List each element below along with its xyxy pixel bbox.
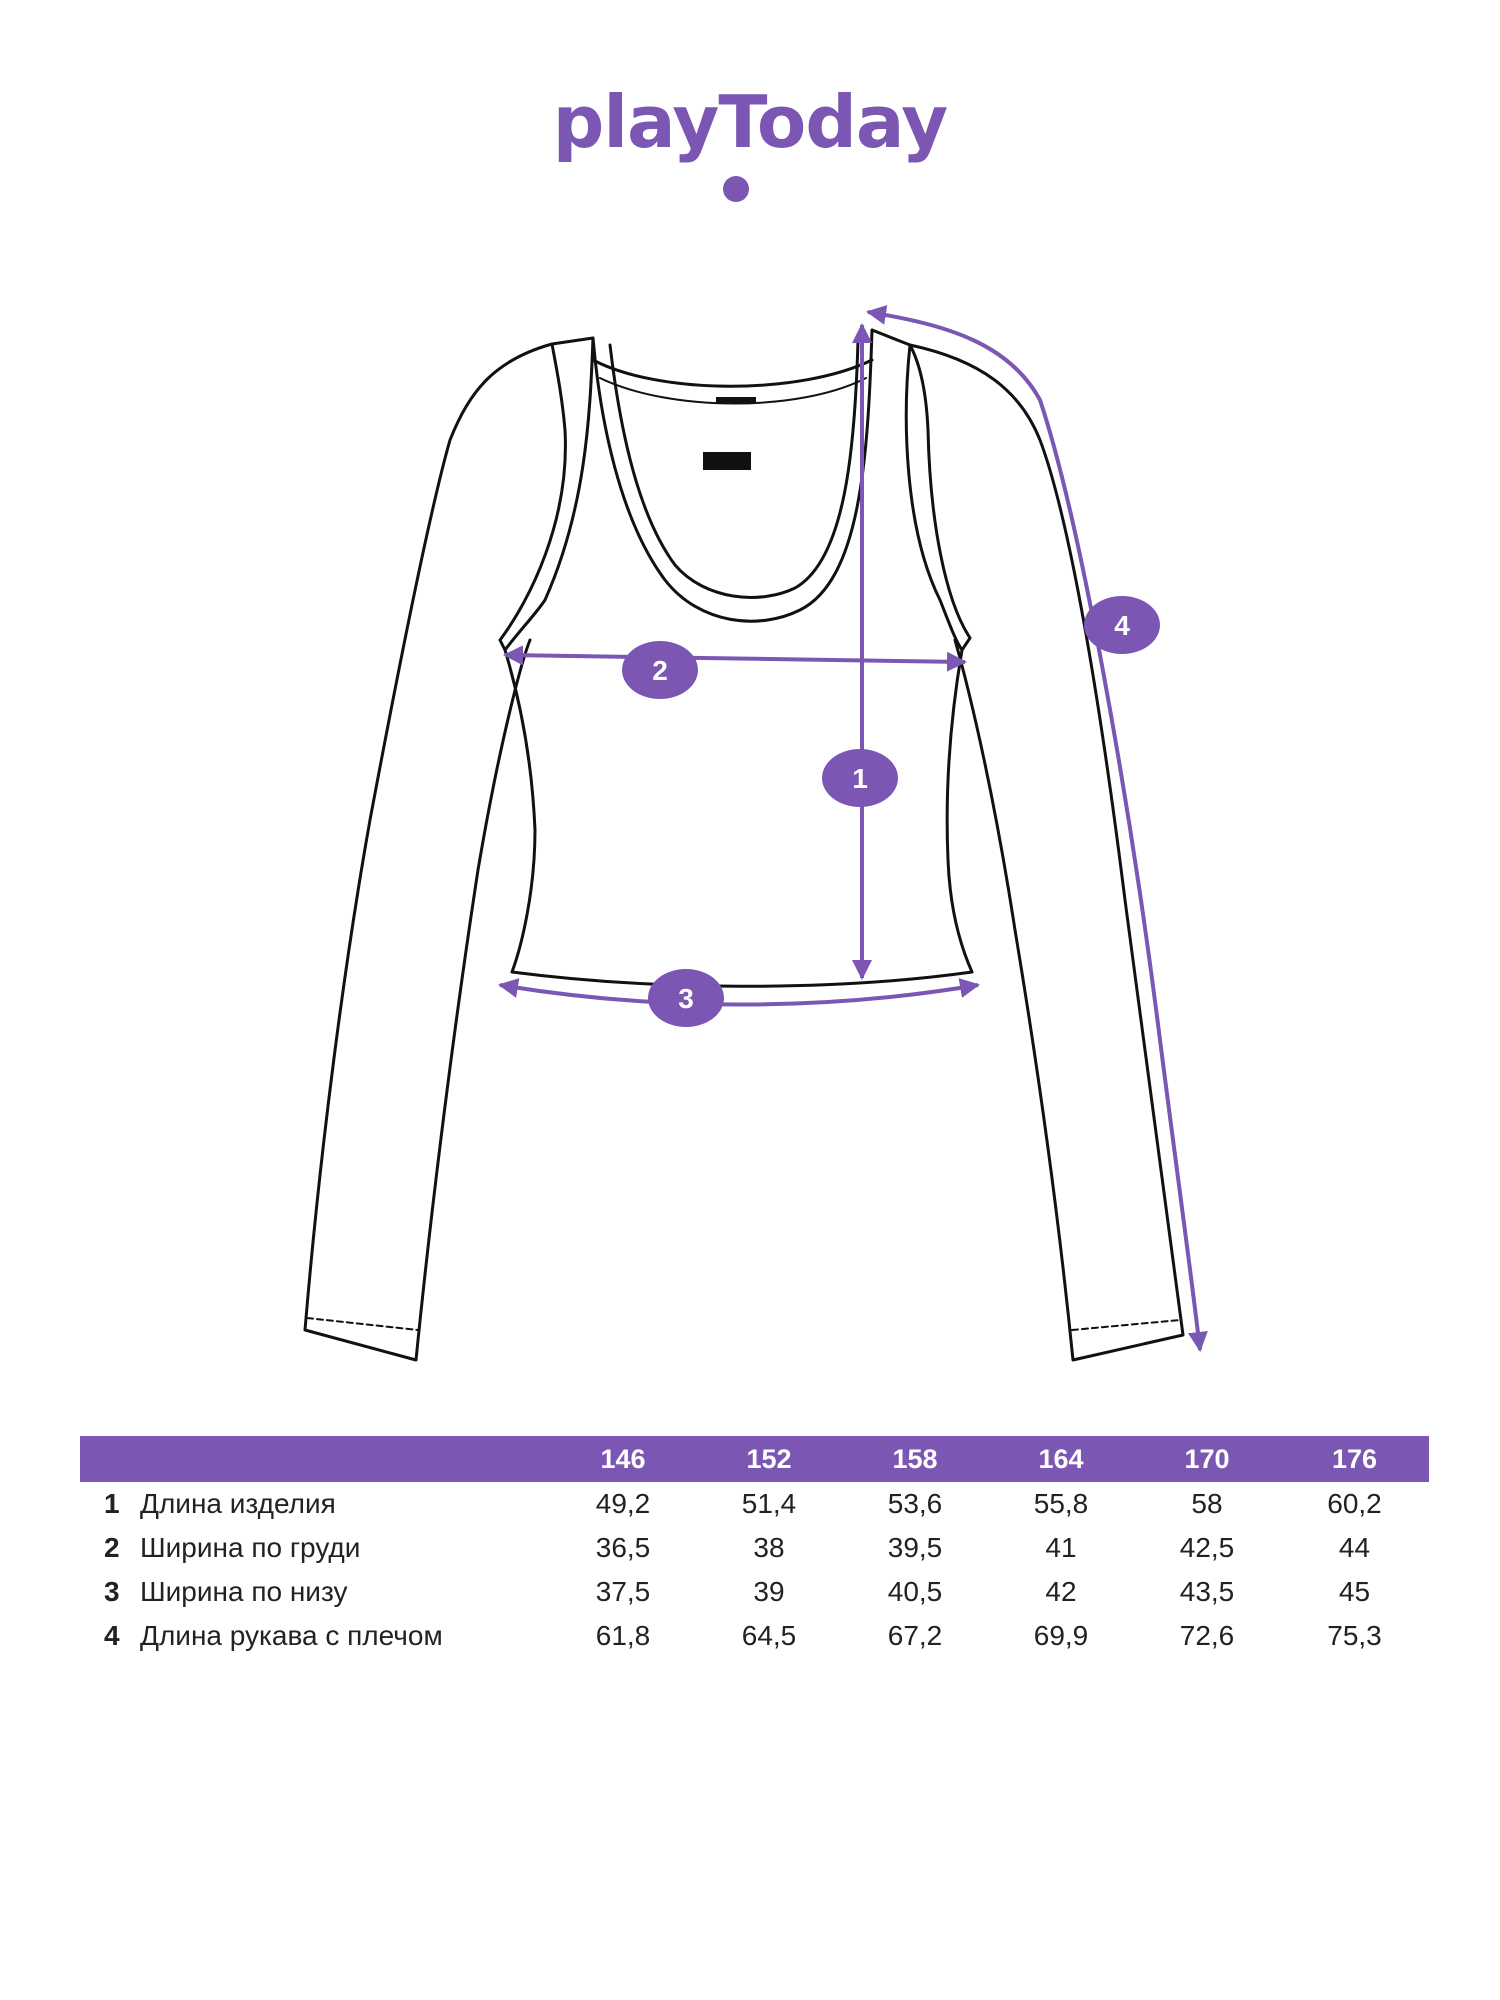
- size-table: 146 152 158 164 170 176 1 Длина изделия …: [80, 1436, 1429, 1658]
- marker-4: 4: [1084, 596, 1160, 654]
- back-neckline: [591, 358, 874, 388]
- measure-line-hem: [498, 978, 980, 1007]
- cell-value: 60,2: [1327, 1488, 1382, 1519]
- cell-value: 67,2: [887, 1620, 943, 1651]
- row-label: Длина рукава с плечом: [140, 1620, 443, 1651]
- left-strap: [498, 336, 595, 652]
- garment-sketch: 1 2 3 4: [303, 304, 1208, 1362]
- table-row: 1 Длина изделия 49,2 51,4 53,6 55,8 58 6…: [80, 1482, 1429, 1526]
- body-left-side: [503, 648, 537, 974]
- measure-line-sleeve: [866, 304, 1208, 1352]
- marker-4-label: 4: [1114, 610, 1130, 641]
- neck-label: [716, 397, 756, 404]
- cell-value: 72,6: [1179, 1620, 1235, 1651]
- brand-logo: playToday: [0, 80, 1500, 164]
- body-hem: [510, 970, 974, 988]
- chest-label: [703, 452, 751, 470]
- marker-1: 1: [822, 749, 898, 807]
- cell-value: 43,5: [1179, 1576, 1235, 1607]
- neckline-inner: [608, 338, 860, 599]
- header-blank: [80, 1436, 140, 1482]
- cell-value: 55,8: [1033, 1488, 1089, 1519]
- size-header: 146: [550, 1436, 696, 1482]
- table-row: 4 Длина рукава с плечом 61,8 64,5 67,2 6…: [80, 1614, 1429, 1658]
- cell-value: 49,2: [595, 1488, 651, 1519]
- cell-value: 42,5: [1179, 1532, 1235, 1563]
- body-right-side: [945, 648, 974, 974]
- measure-line-chest: [503, 645, 967, 672]
- header-blank: [140, 1436, 550, 1482]
- cell-value: 38: [753, 1532, 785, 1563]
- cell-value: 39: [753, 1576, 785, 1607]
- cell-value: 51,4: [741, 1488, 797, 1519]
- cell-value: 69,9: [1033, 1620, 1089, 1651]
- logo-dot: [723, 176, 749, 202]
- marker-3: 3: [648, 969, 724, 1027]
- cell-value: 45: [1338, 1576, 1371, 1607]
- row-number: 3: [104, 1576, 120, 1607]
- row-label: Ширина по низу: [140, 1576, 348, 1607]
- marker-1-label: 1: [852, 763, 868, 794]
- size-header: 170: [1134, 1436, 1280, 1482]
- cell-value: 42: [1045, 1576, 1077, 1607]
- cell-value: 61,8: [595, 1620, 651, 1651]
- table-row: 2 Ширина по груди 36,5 38 39,5 41 42,5 4…: [80, 1526, 1429, 1570]
- cell-value: 44: [1338, 1532, 1371, 1563]
- cell-value: 64,5: [741, 1620, 797, 1651]
- right-sleeve: [908, 343, 1185, 1362]
- size-header: 158: [842, 1436, 988, 1482]
- cell-value: 53,6: [887, 1488, 943, 1519]
- table-row: 3 Ширина по низу 37,5 39 40,5 42 43,5 45: [80, 1570, 1429, 1614]
- cell-value: 41: [1045, 1532, 1077, 1563]
- row-number: 1: [104, 1488, 120, 1519]
- cell-value: 58: [1191, 1488, 1223, 1519]
- marker-2: 2: [622, 641, 698, 699]
- brand-name: playToday: [552, 80, 948, 164]
- cell-value: 40,5: [887, 1576, 943, 1607]
- cell-value: 75,3: [1327, 1620, 1382, 1651]
- row-label: Ширина по груди: [140, 1532, 361, 1563]
- marker-2-label: 2: [652, 655, 668, 686]
- cell-value: 39,5: [887, 1532, 943, 1563]
- cell-value: 36,5: [595, 1532, 651, 1563]
- row-number: 2: [104, 1532, 120, 1563]
- size-header: 152: [696, 1436, 842, 1482]
- size-header-row: 146 152 158 164 170 176: [80, 1436, 1429, 1482]
- row-number: 4: [104, 1620, 120, 1651]
- row-label: Длина изделия: [140, 1488, 336, 1519]
- marker-3-label: 3: [678, 983, 694, 1014]
- cell-value: 37,5: [595, 1576, 651, 1607]
- right-strap: [870, 328, 972, 652]
- right-cuff: [1071, 1319, 1181, 1331]
- left-cuff: [306, 1317, 419, 1331]
- size-header: 164: [988, 1436, 1134, 1482]
- size-header: 176: [1280, 1436, 1429, 1482]
- left-sleeve: [303, 342, 554, 1362]
